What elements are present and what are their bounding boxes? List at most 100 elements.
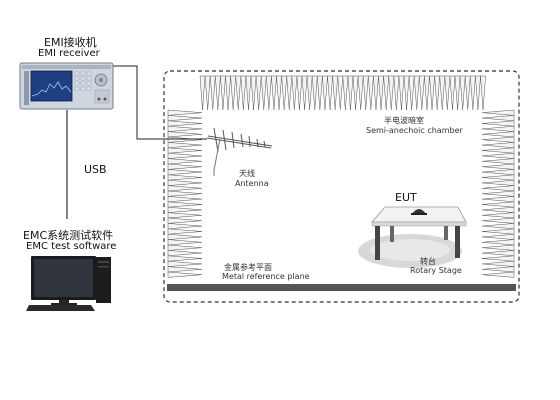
metal-reference-plane (167, 284, 516, 291)
absorber-wedge (475, 75, 481, 111)
log-periodic-antenna (206, 127, 273, 176)
absorber-wedge (481, 136, 515, 143)
absorber-wedge (167, 136, 203, 143)
absorber-wedge (230, 75, 236, 111)
absorber-wedge (167, 239, 203, 246)
absorber-wedge (481, 152, 515, 159)
absorber-wedge (347, 75, 354, 111)
absorber-wedge (167, 271, 203, 278)
absorber-wedge (342, 75, 349, 111)
absorber-wedge (167, 125, 203, 132)
absorber-wedge (167, 233, 203, 240)
absorber-wedge (362, 75, 369, 111)
software-label-cn: EMC系统测试软件 (23, 229, 114, 242)
absorber-wedge (481, 190, 515, 197)
absorber-wedge (481, 109, 515, 116)
absorber-wedge (266, 75, 272, 111)
absorber-wedge (481, 196, 515, 203)
absorber-wedge (424, 75, 430, 111)
absorbers-right (481, 109, 515, 278)
absorber-wedge (204, 75, 211, 111)
absorber-wedge (481, 223, 515, 230)
absorber-wedge (481, 142, 515, 149)
absorber-wedge (357, 75, 364, 111)
absorber-wedge (167, 260, 203, 267)
absorber-wedge (481, 158, 515, 165)
antenna-label-en: Antenna (235, 179, 269, 188)
absorber-wedge (322, 75, 328, 111)
absorber-wedge (167, 115, 203, 122)
absorber-wedge (481, 169, 515, 176)
software-label-en: EMC test software (26, 241, 117, 252)
absorber-wedge (481, 131, 515, 138)
absorber-wedge (393, 75, 400, 111)
rotary-stage-label-en: Rotary Stage (410, 266, 462, 275)
ground-plane-label-cn: 金属参考平面 (224, 263, 272, 272)
absorber-wedge (413, 75, 420, 111)
absorber-wedge (481, 179, 515, 186)
eut-device (411, 209, 427, 215)
absorber-wedge (167, 120, 203, 127)
absorber-wedge (403, 75, 410, 111)
absorber-wedge (481, 125, 515, 132)
absorber-wedge (286, 75, 293, 111)
absorber-wedge (301, 75, 308, 111)
absorber-wedge (199, 75, 206, 111)
absorber-wedge (167, 109, 203, 116)
absorber-wedge (271, 75, 277, 111)
absorber-wedge (167, 185, 203, 192)
chamber-boundary (163, 70, 520, 303)
absorber-wedge (306, 75, 313, 111)
absorber-wedge (444, 75, 451, 111)
absorber-wedge (337, 75, 344, 111)
absorber-wedge (481, 185, 515, 192)
absorber-wedge (260, 75, 267, 111)
absorber-wedge (449, 75, 456, 111)
absorber-wedge (240, 75, 247, 111)
absorber-wedge (250, 75, 257, 111)
absorber-wedge (419, 75, 425, 111)
absorber-wedge (434, 75, 440, 111)
absorber-wedge (481, 147, 515, 154)
absorber-wedge (464, 75, 471, 111)
absorber-wedge (459, 75, 466, 111)
absorber-wedge (481, 228, 515, 235)
absorber-wedge (215, 75, 221, 111)
absorber-wedge (373, 75, 379, 111)
absorber-wedge (167, 158, 203, 165)
absorber-wedge (480, 75, 486, 111)
absorber-wedge (481, 244, 515, 251)
absorber-wedge (481, 250, 515, 257)
absorber-wedge (167, 174, 203, 181)
absorber-wedge (352, 75, 359, 111)
absorbers-top (199, 75, 486, 111)
absorber-wedge (167, 223, 203, 230)
absorber-wedge (167, 250, 203, 257)
absorber-wedge (481, 206, 515, 213)
absorber-wedge (167, 201, 203, 208)
eut-label: EUT (395, 191, 417, 204)
absorber-wedge (167, 179, 203, 186)
absorber-wedge (167, 152, 203, 159)
absorber-wedge (332, 75, 338, 111)
absorber-wedge (481, 115, 515, 122)
absorber-wedge (167, 169, 203, 176)
absorber-wedge (439, 75, 446, 111)
absorber-wedge (311, 75, 318, 111)
absorber-wedge (167, 266, 203, 273)
emi-receiver (19, 62, 114, 110)
absorber-wedge (167, 255, 203, 262)
usb-label: USB (84, 163, 107, 176)
keyboard (26, 305, 95, 311)
computer (26, 256, 111, 311)
absorber-wedge (481, 255, 515, 262)
absorber-wedge (368, 75, 374, 111)
absorber-wedge (276, 75, 282, 111)
antenna-cable (112, 65, 207, 140)
absorber-wedge (167, 196, 203, 203)
absorber-wedge (167, 147, 203, 154)
absorber-wedge (209, 75, 216, 111)
rotary-stage-label-cn: 转台 (420, 257, 436, 266)
absorber-wedge (225, 75, 231, 111)
